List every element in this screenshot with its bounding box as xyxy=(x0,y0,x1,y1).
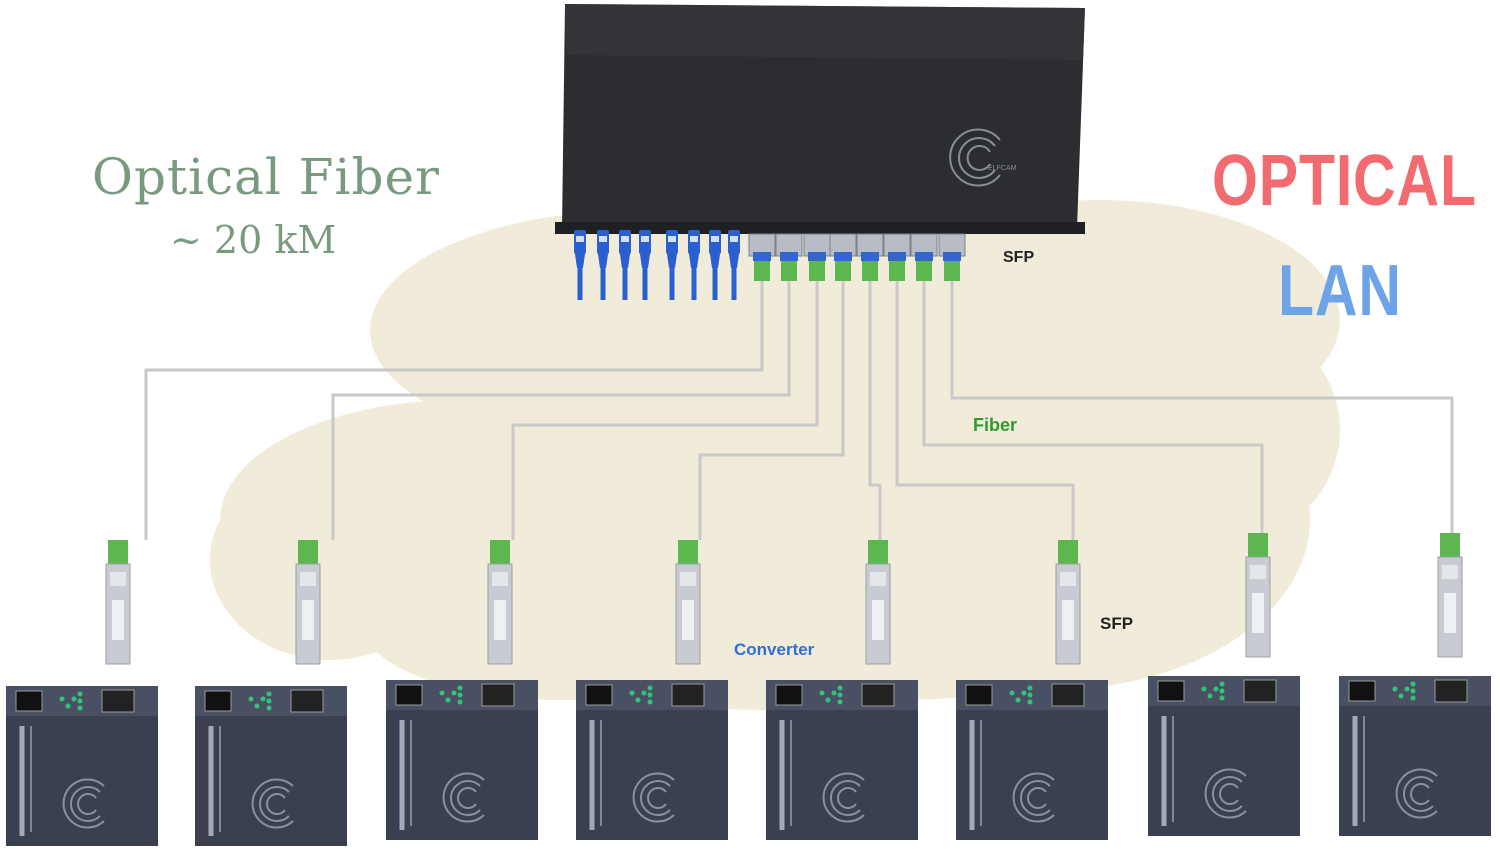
sfp-module xyxy=(865,540,891,665)
rj45-patch-cable xyxy=(666,230,678,300)
sfp-port-connector xyxy=(883,233,911,281)
brand-optical: OPTICAL xyxy=(1212,141,1477,221)
media-converters xyxy=(6,676,1491,846)
sfp-module xyxy=(487,540,513,665)
converter-logo-icon xyxy=(251,778,294,829)
sfp-port-connector xyxy=(856,233,884,281)
media-converter xyxy=(195,686,347,846)
sfp-module xyxy=(105,540,131,665)
converter-logo-icon xyxy=(1012,772,1055,823)
sfp-module xyxy=(1437,533,1463,658)
media-converter xyxy=(1148,676,1300,836)
rj45-patch-cable xyxy=(688,230,700,300)
sfp-module xyxy=(295,540,321,665)
converter-logo-icon xyxy=(632,772,675,823)
converter-logo-icon xyxy=(442,772,485,823)
converter-logo-icon xyxy=(62,778,105,829)
switch-sfp-ports xyxy=(748,233,966,281)
switch-logo-text: ELFCAM xyxy=(988,165,1017,172)
title-optical-fiber: Optical Fiber xyxy=(92,148,440,206)
sfp-module xyxy=(675,540,701,665)
media-converter xyxy=(956,680,1108,840)
sfp-module xyxy=(1055,540,1081,665)
rj45-patch-cable xyxy=(574,230,586,300)
fiber-switch: ELFCAM xyxy=(555,4,1085,234)
media-converter xyxy=(576,680,728,840)
sfp-port-connector xyxy=(775,233,803,281)
sfp-label-top: SFP xyxy=(1003,249,1035,266)
converter-label: Converter xyxy=(734,640,815,659)
title-distance: ~ 20 kM xyxy=(170,218,337,262)
rj45-patch-cable xyxy=(728,230,740,300)
converter-logo-icon xyxy=(822,772,865,823)
rj45-patch-cable xyxy=(619,230,631,300)
rj45-patch-cable xyxy=(597,230,609,300)
sfp-port-connector xyxy=(829,233,857,281)
sfp-port-connector xyxy=(910,233,938,281)
media-converter xyxy=(6,686,158,846)
sfp-label-bottom: SFP xyxy=(1100,614,1134,633)
fiber-lines xyxy=(144,280,1454,540)
media-converter xyxy=(766,680,918,840)
media-converter xyxy=(1339,676,1491,836)
rj45-patch-cable xyxy=(639,230,651,300)
sfp-module xyxy=(1245,533,1271,658)
rj45-ports xyxy=(574,230,740,300)
sfp-port-connector xyxy=(938,233,966,281)
sfp-port-connector xyxy=(803,233,831,281)
brand-lan: LAN xyxy=(1278,251,1402,331)
converter-logo-icon xyxy=(1395,768,1438,819)
sfp-modules xyxy=(105,533,1463,665)
rj45-patch-cable xyxy=(709,230,721,300)
media-converter xyxy=(386,680,538,840)
fiber-label: Fiber xyxy=(973,415,1018,435)
converter-logo-icon xyxy=(1204,768,1247,819)
switch-logo-icon xyxy=(949,128,1001,187)
sfp-port-connector xyxy=(748,233,776,281)
cloud-background xyxy=(210,175,1340,710)
